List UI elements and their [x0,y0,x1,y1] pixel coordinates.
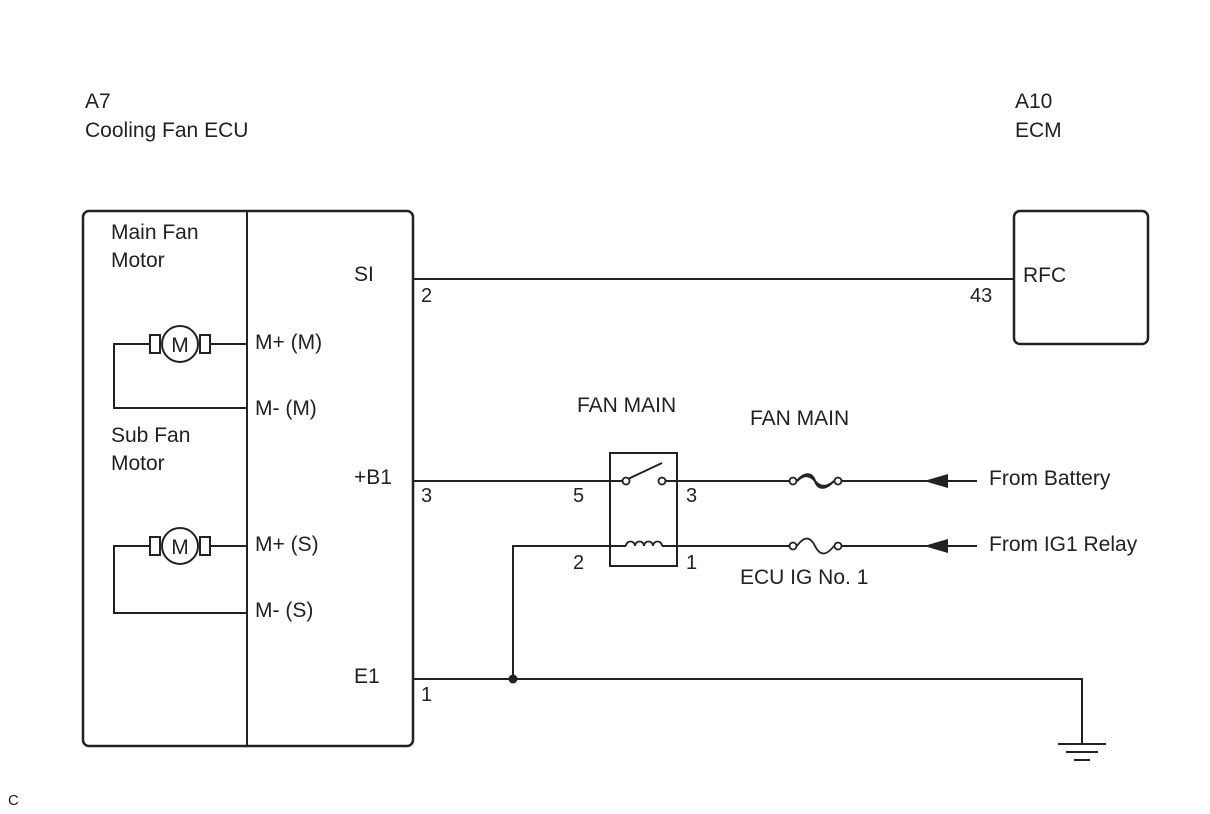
ecu-code: A7 [85,90,111,113]
relay-pin-3: 3 [686,485,697,507]
terminal-sub-mminus: M- (S) [255,599,313,622]
ig1-arrow-icon [924,539,948,553]
fuse-fan-main-icon [788,473,843,489]
main-fan-motor-icon: M [113,325,247,409]
terminal-si: SI [354,263,374,286]
terminal-sub-mplus: M+ (S) [255,533,319,556]
e1-ground-wire [413,678,1083,744]
terminal-rfc: RFC [1023,264,1066,287]
ecm-box [1012,209,1150,346]
ecm-name: ECM [1015,119,1062,142]
ground-icon [1058,743,1106,761]
svg-text:M: M [171,334,189,357]
sub-fan-motor-icon: M [113,527,247,614]
fuse-ecu-ig-label: ECU IG No. 1 [740,566,868,589]
source-battery: From Battery [989,467,1111,490]
ecm-code: A10 [1015,90,1052,113]
source-ig1: From IG1 Relay [989,533,1138,556]
terminal-main-mminus: M- (M) [255,397,317,420]
relay-label: FAN MAIN [577,394,676,417]
corner-mark: C [8,792,19,809]
pin-e1: 1 [421,684,432,706]
fuse-ecu-ig-icon [788,537,843,555]
svg-text:M: M [171,536,189,559]
pin-b1: 3 [421,485,432,507]
relay-pin-2: 2 [573,552,584,574]
pin-si: 2 [421,285,432,307]
relay-icon [609,452,678,567]
ecu-name: Cooling Fan ECU [85,119,248,142]
junction-dot [508,674,518,684]
battery-arrow-icon [924,474,948,488]
terminal-b1: +B1 [354,466,392,489]
main-fan-motor-label-1: Main Fan [111,221,199,244]
pin-rfc: 43 [970,285,992,307]
sub-fan-motor-label-2: Motor [111,452,165,475]
relay-pin-1: 1 [686,552,697,574]
sub-fan-motor-label-1: Sub Fan [111,424,190,447]
terminal-e1: E1 [354,665,380,688]
main-fan-motor-label-2: Motor [111,249,165,272]
terminal-main-mplus: M+ (M) [255,331,322,354]
coil-ground-wire [512,545,610,679]
relay-pin-5: 5 [573,485,584,507]
fuse-fan-main-label: FAN MAIN [750,407,849,430]
